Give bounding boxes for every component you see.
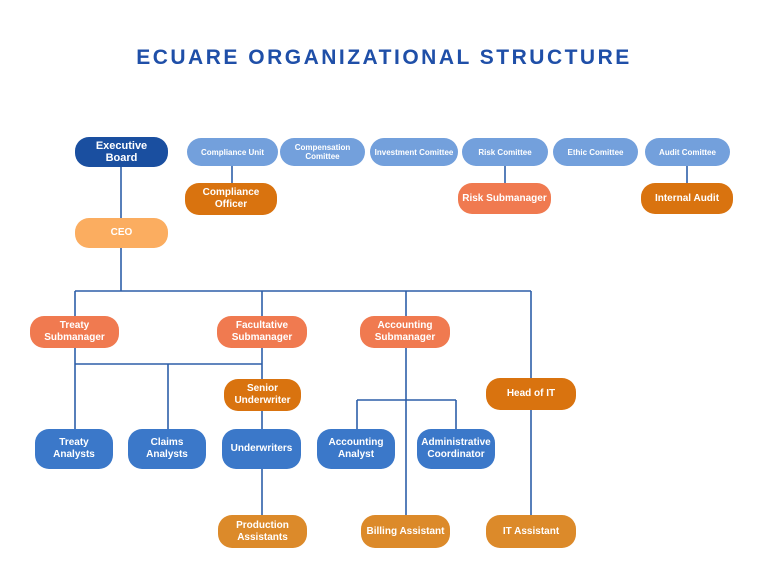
node-internal-audit: Internal Audit (641, 183, 733, 214)
node-label: Internal Audit (654, 192, 720, 204)
node-billing-assistant: Billing Assistant (361, 515, 450, 548)
node-ceo: CEO (75, 218, 168, 248)
node-label: Risk Submanager (462, 192, 547, 204)
node-label: Administrative Coordinator (421, 437, 491, 460)
node-audit-comittee: Audit Comittee (645, 138, 730, 166)
node-label: Compliance Unit (200, 147, 265, 157)
node-label: Ethic Comittee (567, 147, 624, 157)
node-label: Senior Underwriter (234, 383, 291, 406)
node-accounting-analyst: Accounting Analyst (317, 429, 395, 469)
node-risk-comittee: Risk Comittee (462, 138, 548, 166)
chart-title: ECUARE ORGANIZATIONAL STRUCTURE (136, 46, 632, 69)
node-investment-comittee: Investment Comittee (370, 138, 458, 166)
node-head-of-it: Head of IT (486, 378, 576, 410)
node-executive-board: Executive Board (75, 137, 168, 167)
node-compliance-officer: Compliance Officer (185, 183, 277, 215)
node-label: Accounting Submanager (374, 320, 436, 343)
node-administrative-coordinator: Administrative Coordinator (417, 429, 495, 469)
node-it-assistant: IT Assistant (486, 515, 576, 548)
node-label: Treaty Analysts (53, 437, 95, 460)
node-label: Facultative Submanager (231, 320, 293, 343)
node-label: Claims Analysts (146, 437, 188, 460)
node-compensation-comittee: Compensation Comittee (280, 138, 365, 166)
node-treaty-submanager: Treaty Submanager (30, 316, 119, 348)
node-label: Investment Comittee (374, 147, 454, 157)
node-label: Underwriters (230, 443, 293, 454)
node-label: Billing Assistant (366, 525, 445, 537)
node-ethic-comittee: Ethic Comittee (553, 138, 638, 166)
node-compliance-unit: Compliance Unit (187, 138, 278, 166)
node-label: Head of IT (506, 388, 556, 399)
node-risk-submanager: Risk Submanager (458, 183, 551, 214)
node-label: Compliance Officer (202, 187, 260, 210)
node-label: CEO (110, 227, 133, 238)
node-accounting-submanager: Accounting Submanager (360, 316, 450, 348)
node-label: Executive Board (95, 140, 148, 164)
node-label: Treaty Submanager (44, 320, 105, 343)
node-label: Production Assistants (236, 519, 289, 543)
node-underwriters: Underwriters (222, 429, 301, 469)
node-claims-analysts: Claims Analysts (128, 429, 206, 469)
node-label: Audit Comittee (659, 147, 716, 157)
node-senior-underwriter: Senior Underwriter (224, 379, 301, 411)
node-label: Compensation Comittee (294, 143, 351, 161)
node-treaty-analysts: Treaty Analysts (35, 429, 113, 469)
node-label: Risk Comittee (478, 147, 532, 157)
node-label: IT Assistant (502, 525, 560, 537)
node-production-assistants: Production Assistants (218, 515, 307, 548)
node-label: Accounting Analyst (328, 437, 384, 460)
node-facultative-submanager: Facultative Submanager (217, 316, 307, 348)
